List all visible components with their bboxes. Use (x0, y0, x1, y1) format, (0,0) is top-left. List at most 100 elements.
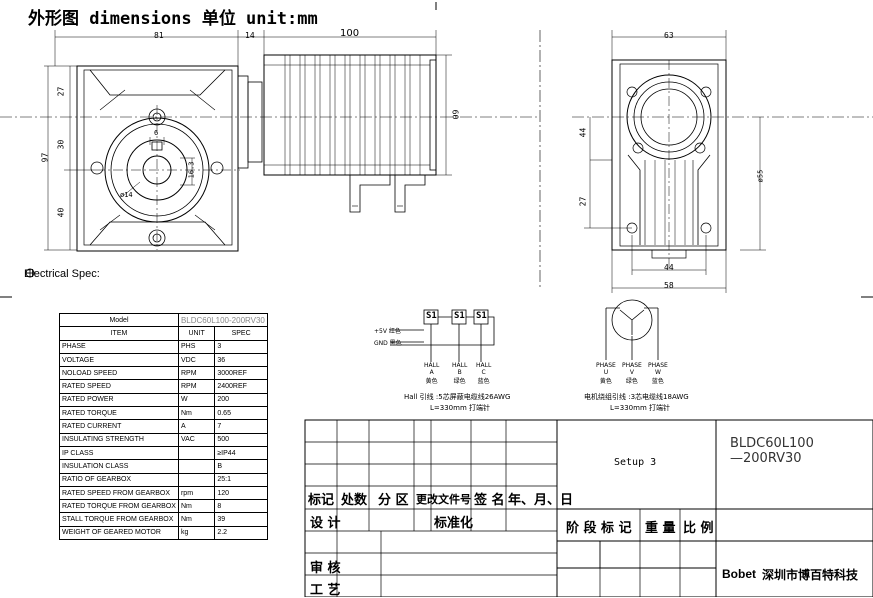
hall-out-c: HALL C 蓝色 (476, 362, 492, 385)
spec-item: RATIO OF GEARBOX (59, 472, 179, 487)
spec-value: B (214, 459, 268, 474)
hall-caption-2: L=330mm 打端针 (430, 404, 490, 412)
company-latin: Bobet (722, 567, 756, 581)
table-row: INSULATION CLASS B (59, 459, 268, 474)
spec-item: RATED CURRENT (59, 419, 179, 434)
dim-40: 40 (56, 207, 66, 218)
spec-table: Model BLDC60L100-200RV30 ITEM UNIT SPEC … (59, 312, 268, 541)
front-view-gearbox (76, 65, 240, 252)
dim-30: 30 (56, 139, 66, 150)
tb-review: 审 核 (310, 561, 341, 576)
spec-value: 7 (214, 419, 268, 434)
company-chinese: 深圳市博百特科技 (762, 568, 859, 582)
tb-mark: 标记 (308, 493, 335, 508)
spec-unit: A (177, 419, 216, 434)
tb-stage: 阶 段 标 记 (566, 521, 632, 536)
dim-14: 14 (245, 31, 255, 40)
dim-27-side: 27 (578, 196, 588, 207)
spec-unit: PHS (177, 339, 216, 354)
spec-unit: Nm (177, 499, 216, 514)
spec-unit: kg (177, 525, 216, 541)
dim-81: 81 (154, 31, 164, 40)
motor-body (237, 54, 437, 213)
spec-value: 120 (214, 485, 268, 501)
phase-out-v: PHASE V 绿色 (622, 362, 642, 385)
spec-value: 500 (214, 432, 268, 447)
phase-caption-2: L=330mm 打端针 (610, 404, 670, 412)
hall-s1-a: S1 (426, 311, 437, 321)
phase-caption-1: 电机绕组引线 :3芯电缆线18AWG (584, 393, 689, 401)
spec-unit: RPM (177, 379, 216, 394)
spec-value: 2.2 (214, 525, 268, 541)
dim-shaft-dia: ø14 (120, 191, 133, 199)
spec-item: RATED TORQUE FROM GEARBOX (59, 499, 179, 514)
spec-unit: Nm (177, 406, 216, 421)
phase-wiring (605, 299, 659, 360)
tb-design: 设 计 (310, 516, 341, 531)
spec-value: 3 (214, 339, 268, 354)
spec-value: 0.65 (214, 406, 268, 421)
spec-item: RATED TORQUE (59, 406, 179, 421)
model-value: BLDC60L100-200RV30 (177, 312, 268, 328)
page-title: 外形图 dimensions 单位 unit:mm (28, 9, 318, 29)
header-item: ITEM (59, 326, 179, 341)
spec-value: 3000REF (214, 366, 268, 381)
tb-setup: Setup 3 (614, 457, 657, 468)
spec-item: RATED POWER (59, 392, 179, 408)
phase-out-w: PHASE W 蓝色 (648, 362, 668, 385)
electrical-spec-label: Electrical Spec: (24, 268, 100, 280)
spec-unit: rpm (177, 485, 216, 501)
spec-item: RATED SPEED FROM GEARBOX (59, 485, 179, 501)
table-row: IP CLASS≥IP44 (59, 445, 268, 461)
spec-item: STALL TORQUE FROM GEARBOX (59, 512, 179, 527)
dimension-lines (44, 30, 452, 251)
title-block (304, 419, 873, 597)
spec-item: IP CLASS (59, 445, 179, 461)
spec-value: 8 (214, 499, 268, 514)
spec-item: INSULATION CLASS (59, 459, 179, 474)
tb-change-doc: 更改文件号 (416, 493, 471, 506)
spec-item: PHASE (59, 339, 179, 354)
spec-value: 2400REF (214, 379, 268, 394)
spec-value: 36 (214, 352, 268, 368)
hall-out-a: HALL A 黄色 (424, 362, 440, 385)
dim-44-side: 44 (578, 127, 588, 138)
spec-value: 200 (214, 392, 268, 408)
dim-27: 27 (56, 86, 66, 97)
side-view-gearbox (611, 59, 727, 270)
dim-6: 6 (154, 129, 159, 137)
spec-unit (177, 472, 216, 487)
spec-unit: W (177, 392, 216, 408)
spec-item: NOLOAD SPEED (59, 366, 179, 381)
spec-unit: Nm (177, 512, 216, 527)
hall-caption-1: Hall 引线 :5芯屏蔽电缆线26AWG (404, 393, 511, 401)
spec-value: 39 (214, 512, 268, 527)
tb-date: 年、月、日 (508, 493, 574, 508)
spec-unit (177, 459, 216, 474)
tb-model-line2: —200RV30 (730, 451, 802, 466)
dim-63: 63 (664, 31, 674, 40)
spec-unit (177, 445, 216, 461)
header-spec: SPEC (214, 326, 268, 341)
model-row: Model BLDC60L100-200RV30 (59, 312, 268, 328)
tb-zone: 分 区 (378, 493, 409, 508)
header-unit: UNIT (177, 326, 216, 341)
hall-plus5v: +5V 红色 (374, 328, 401, 335)
header-row: ITEM UNIT SPEC (59, 326, 268, 341)
tb-model-line1: BLDC60L100 (730, 436, 814, 451)
spec-unit: RPM (177, 366, 216, 381)
hall-s1-c: S1 (476, 311, 487, 321)
phase-out-u: PHASE U 黄色 (596, 362, 616, 385)
model-label: Model (59, 312, 179, 328)
